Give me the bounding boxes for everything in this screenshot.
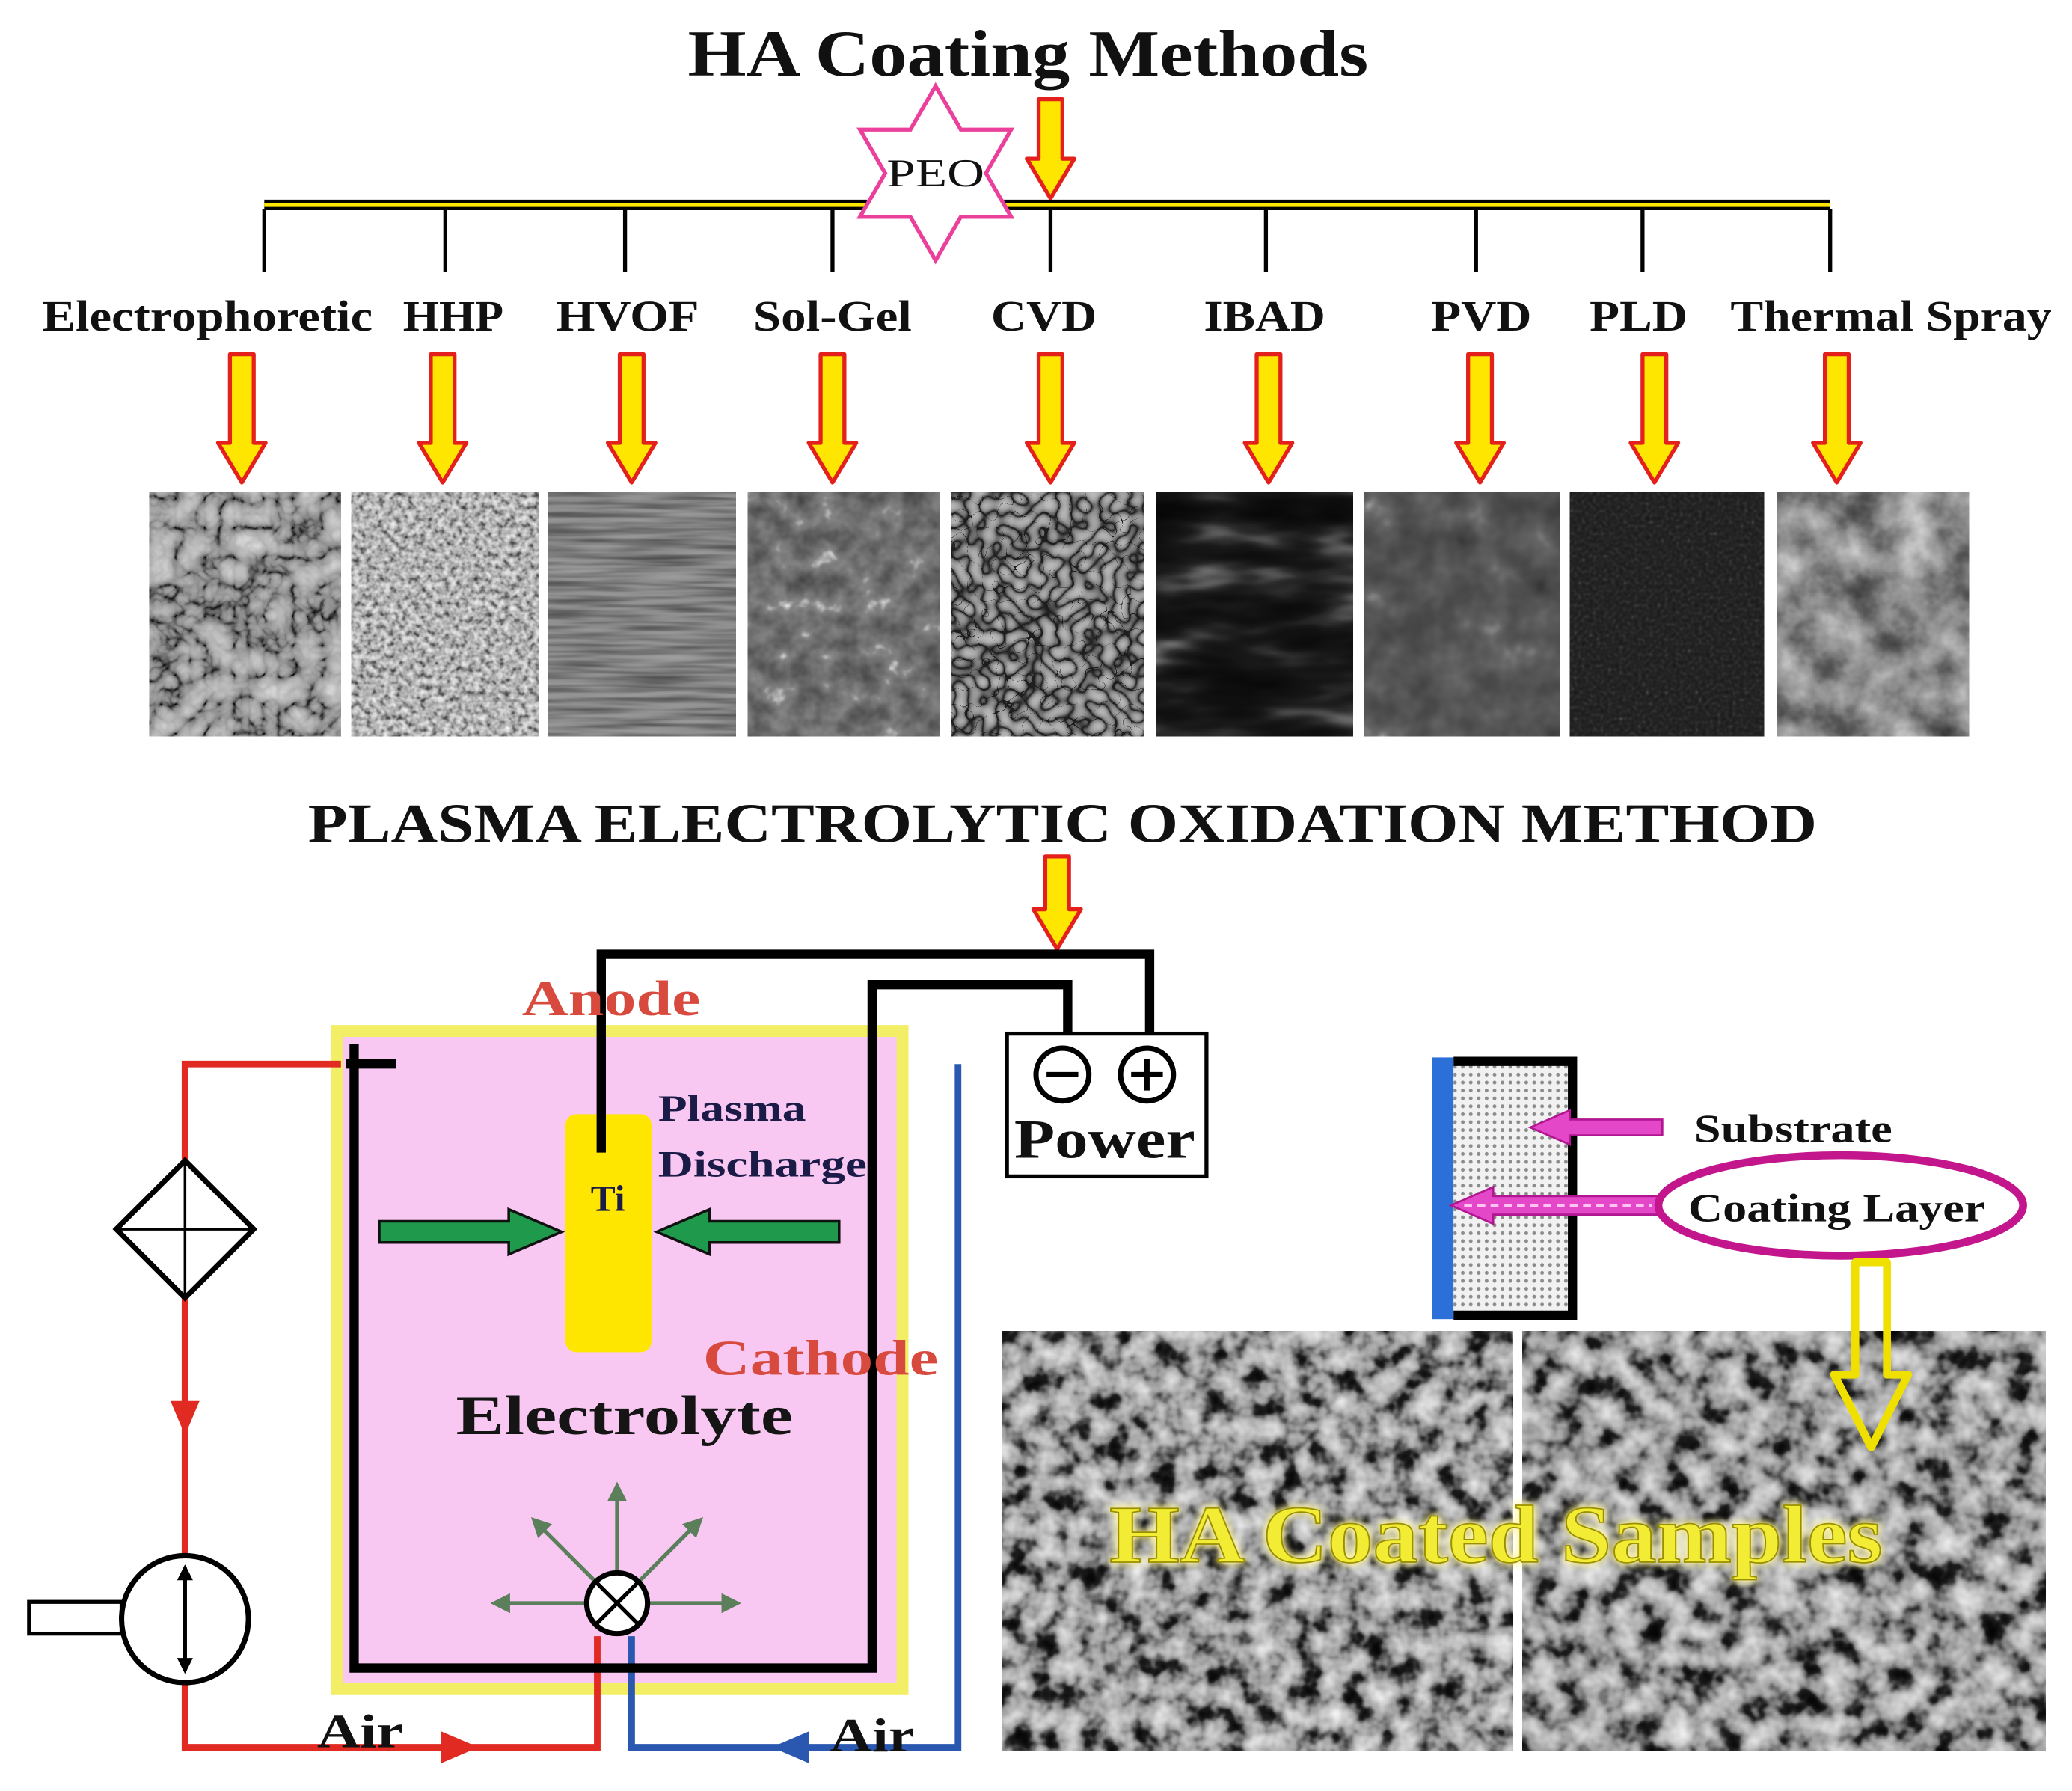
anode-label: Anode <box>522 970 700 1026</box>
down-arrow-icon <box>1454 352 1507 485</box>
sem-micrograph <box>747 492 940 737</box>
negative-terminal-icon <box>1033 1045 1092 1104</box>
air-out-label: Air <box>830 1709 914 1762</box>
method-label: IBAD <box>1204 292 1325 340</box>
figure-title: HA Coating Methods <box>688 17 1369 91</box>
power-label: Power <box>1014 1109 1195 1171</box>
coating-strip <box>1432 1057 1454 1320</box>
coating-methods-row: Electrophoretic HHP HVOF Sol-Gel CVD IBAD PVD P… <box>43 209 2052 737</box>
sem-micrograph <box>548 492 736 737</box>
sem-micrograph <box>1569 492 1765 737</box>
substrate-pointer-arrow-icon <box>1527 1109 1664 1147</box>
method-ibad: IBAD <box>1156 209 1353 737</box>
result-down-arrow-icon <box>1830 1258 1913 1451</box>
title-down-arrow-icon <box>1024 97 1076 200</box>
ti-electrode <box>565 1114 652 1353</box>
down-arrow-icon <box>417 352 469 485</box>
air-inlet-loop <box>27 1060 601 1763</box>
method-label: Sol-Gel <box>753 292 912 340</box>
method-thermal-spray: Thermal Spray <box>1730 209 2052 737</box>
anode-wire <box>596 949 1155 1153</box>
method-label: CVD <box>991 292 1097 340</box>
plasma-label: Plasma <box>658 1088 806 1129</box>
substrate-body <box>1453 1061 1573 1315</box>
down-arrow-icon <box>1242 352 1295 485</box>
coating-layer-label: Coating Layer <box>1688 1187 1985 1230</box>
air-pump-icon <box>27 1552 251 1686</box>
method-cvd: CVD <box>951 209 1144 737</box>
sem-micrograph <box>951 492 1144 737</box>
electrode-label: Ti <box>591 1178 625 1219</box>
method-label: Electrophoretic <box>43 292 373 340</box>
substrate-label: Substrate <box>1694 1107 1892 1151</box>
method-sol-gel: Sol-Gel <box>747 209 940 737</box>
section-down-arrow-icon <box>1031 854 1083 952</box>
electrolyte-label: Electrolyte <box>456 1386 792 1447</box>
peo-star-icon <box>856 82 1015 265</box>
method-hvof: HVOF <box>548 209 736 737</box>
flow-arrow-right-icon <box>441 1731 479 1763</box>
method-electrophoretic: Electrophoretic <box>43 209 373 737</box>
flow-arrow-left-icon <box>771 1731 809 1763</box>
method-pld: PLD <box>1569 209 1765 737</box>
down-arrow-icon <box>1024 352 1076 485</box>
air-in-label: Air <box>317 1705 403 1758</box>
plasma-arrow-left-icon <box>653 1207 841 1257</box>
sample-cross-section <box>1432 1056 1578 1320</box>
method-label: HVOF <box>557 292 699 340</box>
coating-layer-highlight <box>1654 1151 2027 1260</box>
method-pvd: PVD <box>1364 209 1560 737</box>
sem-micrograph-coated-right <box>1522 1331 2046 1751</box>
sem-micrograph <box>1364 492 1560 737</box>
coated-sample-micrographs <box>1002 1331 2046 1751</box>
sem-micrograph <box>351 492 539 737</box>
method-label: PVD <box>1431 292 1531 340</box>
sem-micrograph-coated-left <box>1002 1331 1513 1751</box>
sem-micrograph <box>1156 492 1353 737</box>
cathode-wire <box>349 980 1073 1673</box>
discharge-label: Discharge <box>658 1143 867 1184</box>
positive-terminal-icon <box>1118 1045 1177 1104</box>
method-label: PLD <box>1590 292 1688 340</box>
air-outlet-loop <box>628 1064 962 1763</box>
aerator-icon <box>490 1481 742 1637</box>
down-arrow-icon <box>1628 352 1681 485</box>
method-hhp: HHP <box>351 209 539 737</box>
flow-arrow-down-icon <box>170 1400 200 1436</box>
filter-icon <box>112 1157 258 1302</box>
peo-apparatus: Ti Anode Plasma Discharge Cathode Electr… <box>27 949 1209 1763</box>
sem-micrograph <box>1777 492 1970 737</box>
result-label: HA Coated Samples <box>1109 1489 1882 1580</box>
down-arrow-icon <box>215 352 268 485</box>
method-label: Thermal Spray <box>1730 292 2051 340</box>
power-supply: Power <box>1005 1031 1209 1179</box>
down-arrow-icon <box>605 352 658 485</box>
peo-section-title: PLASMA ELECTROLYTIC OXIDATION METHOD <box>308 793 1817 854</box>
down-arrow-icon <box>1811 352 1863 485</box>
peo-label: PEO <box>886 152 984 195</box>
cathode-label: Cathode <box>703 1329 938 1386</box>
sem-micrograph <box>149 492 341 737</box>
method-label: HHP <box>403 292 503 340</box>
plasma-arrow-right-icon <box>378 1207 565 1257</box>
down-arrow-icon <box>806 352 859 485</box>
